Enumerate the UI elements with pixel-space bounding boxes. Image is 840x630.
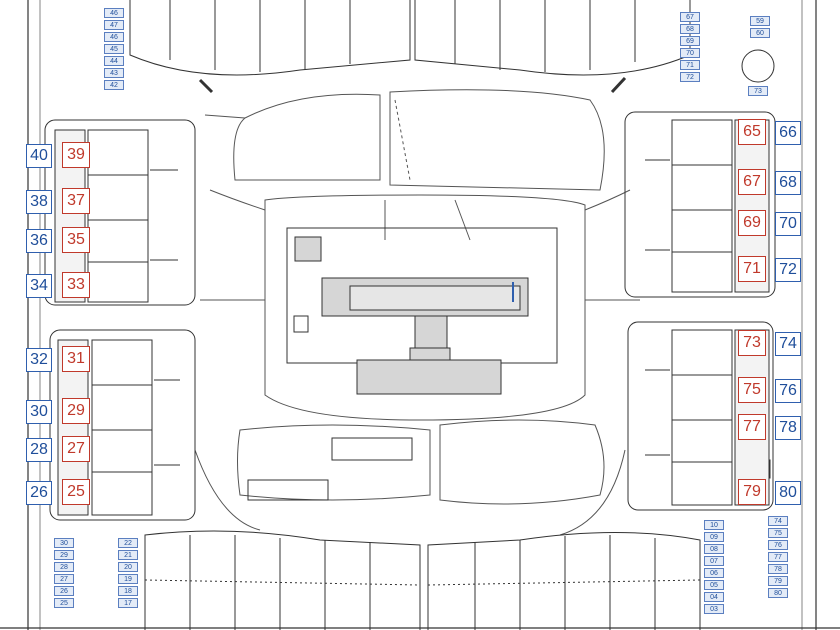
parking-stall-label: 07 <box>704 556 724 566</box>
parking-stall-label: 17 <box>118 598 138 608</box>
unit-label: 26 <box>26 481 52 505</box>
parking-stall-label: 67 <box>680 12 700 22</box>
unit-label: 75 <box>738 377 766 403</box>
unit-label: 69 <box>738 210 766 236</box>
parking-stall-label: 77 <box>768 552 788 562</box>
parking-stall-label: 03 <box>704 604 724 614</box>
parking-stall-label: 76 <box>768 540 788 550</box>
parking-stall-label: 69 <box>680 36 700 46</box>
parking-stall-label: 75 <box>768 528 788 538</box>
parking-stall-label: 43 <box>104 68 124 78</box>
unit-label: 66 <box>775 121 801 145</box>
unit-label: 29 <box>62 398 90 424</box>
unit-label: 37 <box>62 188 90 214</box>
parking-stall-label: 18 <box>118 586 138 596</box>
unit-label: 40 <box>26 144 52 168</box>
unit-label: 76 <box>775 379 801 403</box>
parking-stall-label: 73 <box>748 86 768 96</box>
unit-label: 68 <box>775 171 801 195</box>
unit-label: 79 <box>738 479 766 505</box>
unit-label: 28 <box>26 438 52 462</box>
parking-stall-label: 28 <box>54 562 74 572</box>
bottom-terraces <box>144 530 701 630</box>
unit-label: 74 <box>775 332 801 356</box>
parking-stall-label: 06 <box>704 568 724 578</box>
unit-label: 27 <box>62 436 90 462</box>
unit-label: 73 <box>738 330 766 356</box>
unit-label: 77 <box>738 414 766 440</box>
unit-label: 33 <box>62 272 90 298</box>
parking-stall-label: 70 <box>680 48 700 58</box>
parking-stall-label: 10 <box>704 520 724 530</box>
parking-stall-label: 08 <box>704 544 724 554</box>
parking-stall-label: 45 <box>104 44 124 54</box>
unit-label: 31 <box>62 346 90 372</box>
unit-label: 67 <box>738 169 766 195</box>
parking-stall-label: 46 <box>104 32 124 42</box>
parking-stall-label: 59 <box>750 16 770 26</box>
parking-stall-label: 78 <box>768 564 788 574</box>
parking-stall-label: 30 <box>54 538 74 548</box>
parking-stall-label: 29 <box>54 550 74 560</box>
unit-label: 70 <box>775 212 801 236</box>
parking-stall-label: 60 <box>750 28 770 38</box>
parking-stall-label: 20 <box>118 562 138 572</box>
unit-label: 72 <box>775 258 801 282</box>
parking-stall-label: 19 <box>118 574 138 584</box>
parking-stall-label: 72 <box>680 72 700 82</box>
unit-label: 78 <box>775 416 801 440</box>
parking-stall-label: 21 <box>118 550 138 560</box>
parking-stall-label: 44 <box>104 56 124 66</box>
parking-stall-label: 27 <box>54 574 74 584</box>
parking-stall-label: 25 <box>54 598 74 608</box>
tank <box>741 49 775 83</box>
unit-label: 65 <box>738 119 766 145</box>
parking-stall-label: 22 <box>118 538 138 548</box>
unit-label: 32 <box>26 348 52 372</box>
top-terraces <box>129 0 691 94</box>
unit-label: 38 <box>26 190 52 214</box>
unit-label: 39 <box>62 142 90 168</box>
parking-stall-label: 05 <box>704 580 724 590</box>
parking-stall-label: 42 <box>104 80 124 90</box>
parking-stall-label: 04 <box>704 592 724 602</box>
parking-stall-label: 26 <box>54 586 74 596</box>
parking-stall-label: 80 <box>768 588 788 598</box>
parking-stall-label: 46 <box>104 8 124 18</box>
unit-label: 35 <box>62 227 90 253</box>
unit-label: 71 <box>738 256 766 282</box>
parking-stall-label: 09 <box>704 532 724 542</box>
unit-label: 25 <box>62 479 90 505</box>
parking-stall-label: 47 <box>104 20 124 30</box>
unit-label: 80 <box>775 481 801 505</box>
parking-stall-label: 79 <box>768 576 788 586</box>
unit-label: 30 <box>26 400 52 424</box>
parking-stall-label: 68 <box>680 24 700 34</box>
unit-label: 36 <box>26 229 52 253</box>
parking-stall-label: 74 <box>768 516 788 526</box>
parking-stall-label: 71 <box>680 60 700 70</box>
clubhouse <box>286 227 558 395</box>
unit-label: 34 <box>26 274 52 298</box>
lower-structures <box>247 437 771 501</box>
landscape-paths <box>194 89 640 536</box>
